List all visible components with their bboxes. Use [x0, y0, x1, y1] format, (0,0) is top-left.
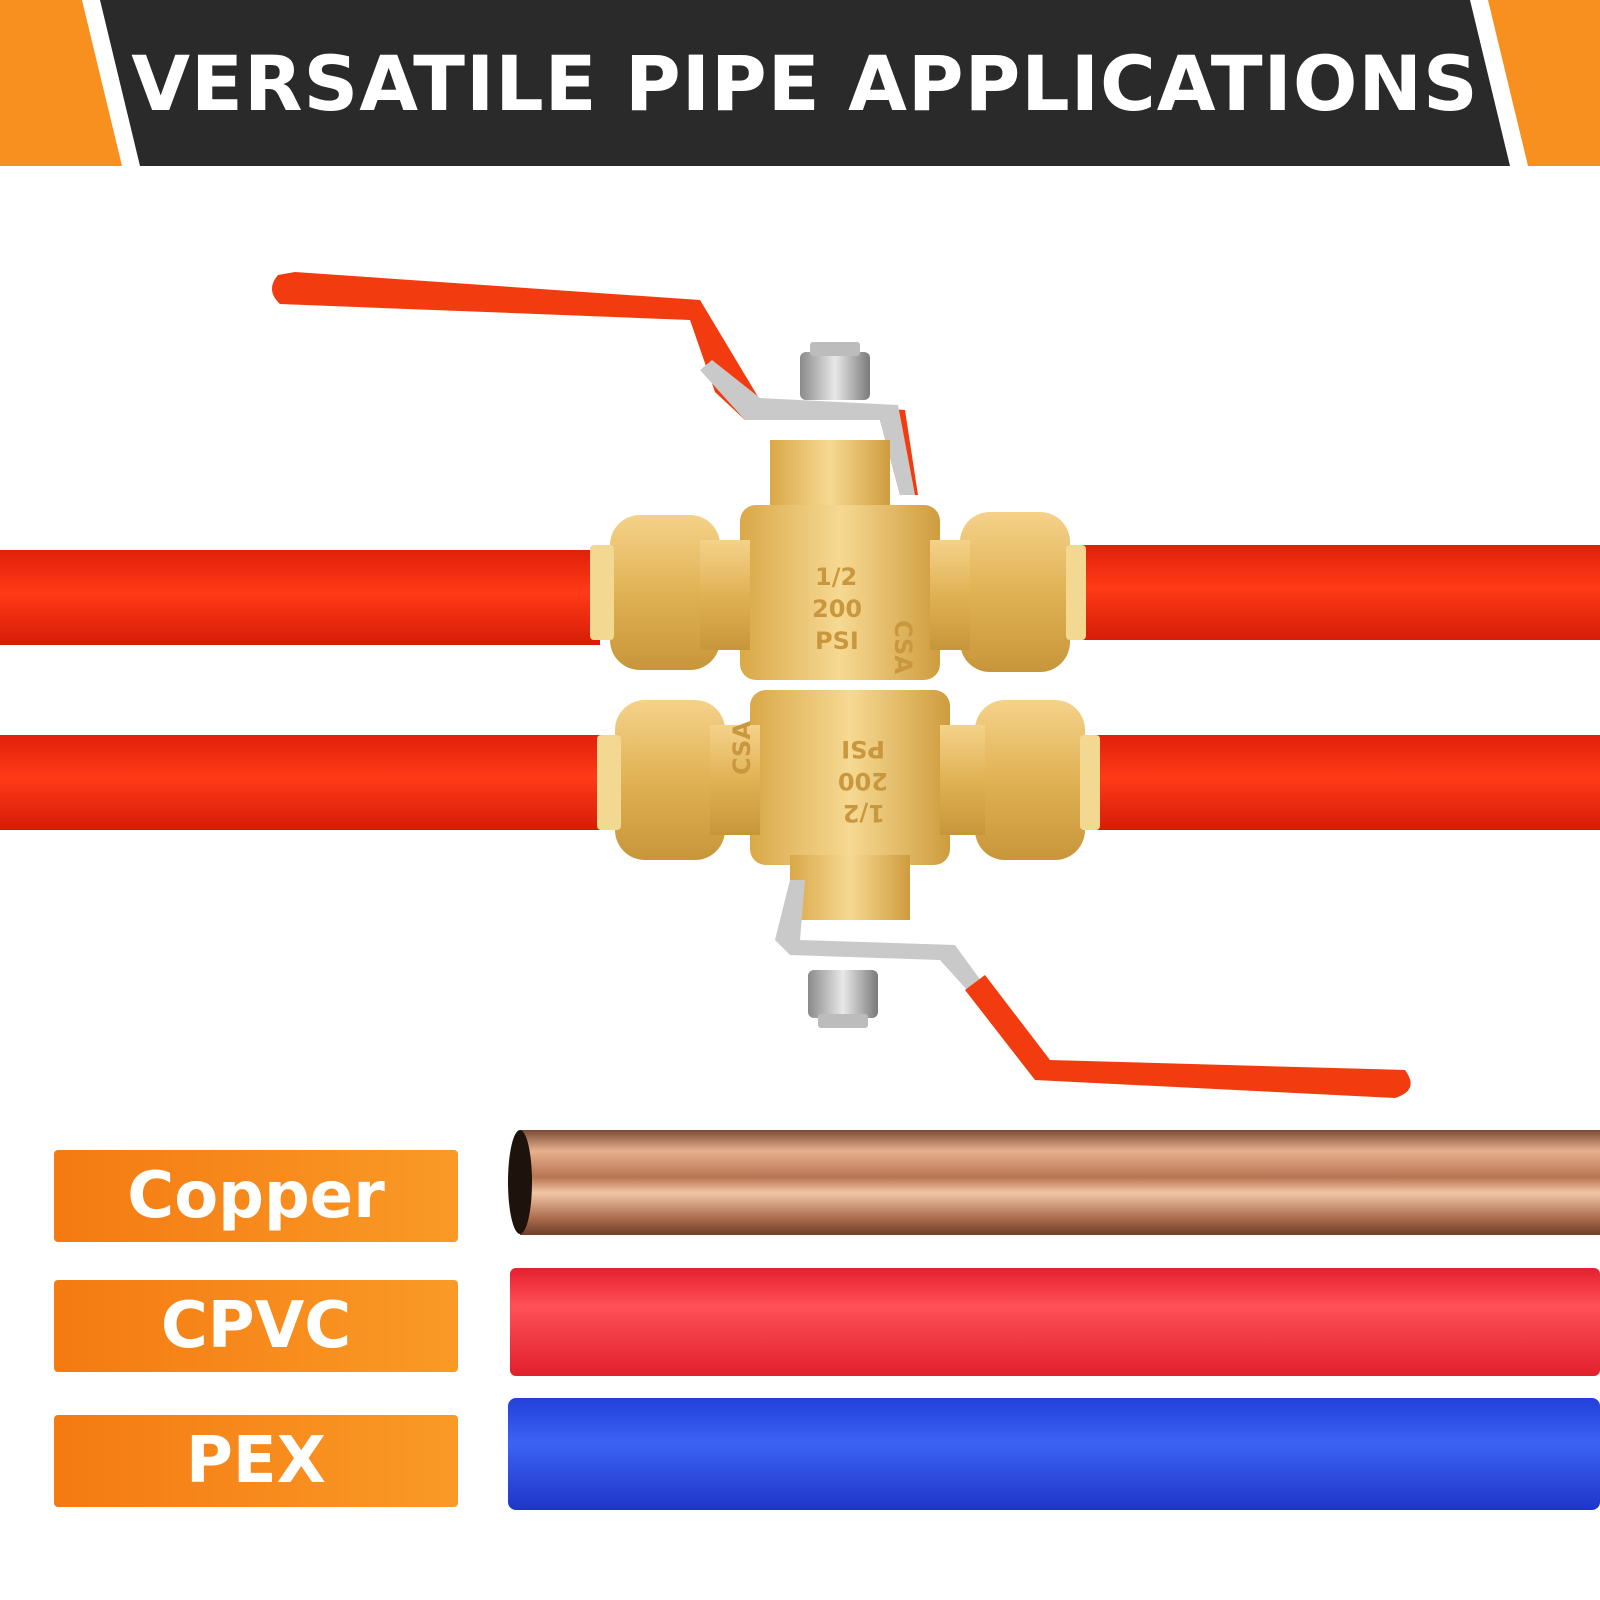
marking-pressure-lower: 200 — [838, 767, 888, 795]
valve-insert-right-lower — [1080, 735, 1100, 830]
valve-insert-right-upper — [1066, 545, 1086, 640]
ball-valve-upper: 1/2 200 PSI CSA — [271, 272, 1086, 680]
page-title: VERSATILE PIPE APPLICATIONS — [131, 38, 1479, 128]
label-pex: PEX — [54, 1415, 458, 1507]
pipe-right-upper — [1080, 545, 1600, 640]
marking-cert-lower: CSA — [728, 721, 756, 775]
valve-collar-right-upper — [930, 540, 970, 650]
header-banner: VERSATILE PIPE APPLICATIONS — [0, 0, 1600, 166]
valve-coupling-left-upper — [610, 515, 720, 670]
valve-collar-left-upper — [700, 540, 750, 650]
ball-valve-illustration: 1/2 200 PSI CSA 1/2 200 PSI CSA — [0, 272, 1600, 1098]
valve-body-upper — [740, 505, 940, 680]
pipe-copper-opening — [508, 1130, 532, 1234]
marking-pressure-upper: 200 — [812, 595, 862, 623]
marking-unit-lower: PSI — [841, 735, 885, 763]
valve-stem-lower — [818, 1014, 868, 1028]
valve-coupling-left-lower — [615, 700, 725, 860]
valve-coupling-right-lower — [975, 700, 1085, 860]
valve-lever-metal-upper — [700, 360, 915, 495]
pipe-left-lower — [0, 735, 605, 830]
valve-handle-lower — [965, 975, 1411, 1098]
valve-collar-left-lower — [710, 725, 760, 835]
valve-markings-lower: 1/2 200 PSI CSA — [728, 721, 888, 827]
pipe-left-upper — [0, 550, 600, 645]
ball-valve-lower: 1/2 200 PSI CSA — [597, 690, 1411, 1098]
marking-size-upper: 1/2 — [815, 563, 857, 591]
valve-handle-upper — [271, 272, 918, 495]
pipe-copper-body — [520, 1130, 1600, 1235]
valve-neck-upper — [770, 440, 890, 510]
valve-neck-lower — [790, 855, 910, 920]
label-cpvc: CPVC — [54, 1280, 458, 1372]
pipe-cpvc — [510, 1268, 1600, 1376]
pipe-pex — [508, 1398, 1600, 1510]
valve-markings-upper: 1/2 200 PSI CSA — [812, 563, 917, 674]
valve-stem-upper — [810, 342, 860, 356]
marking-unit-upper: PSI — [815, 627, 859, 655]
valve-nut-lower — [808, 970, 878, 1018]
marking-cert-upper: CSA — [889, 620, 917, 674]
valve-coupling-right-upper — [960, 512, 1070, 672]
label-copper: Copper — [54, 1150, 458, 1242]
valve-insert-left-upper — [590, 545, 614, 640]
valve-body-lower — [750, 690, 950, 865]
pipe-samples — [508, 1130, 1600, 1510]
marking-size-lower: 1/2 — [843, 799, 885, 827]
pipe-copper — [508, 1130, 1600, 1235]
valve-collar-right-lower — [940, 725, 985, 835]
valve-nut-upper — [800, 352, 870, 400]
pipe-right-lower — [1090, 735, 1600, 830]
banner-background — [0, 0, 1600, 166]
valve-insert-left-lower — [597, 735, 621, 830]
valve-lever-metal-lower — [775, 880, 995, 1010]
banner-dark-panel — [100, 0, 1510, 166]
